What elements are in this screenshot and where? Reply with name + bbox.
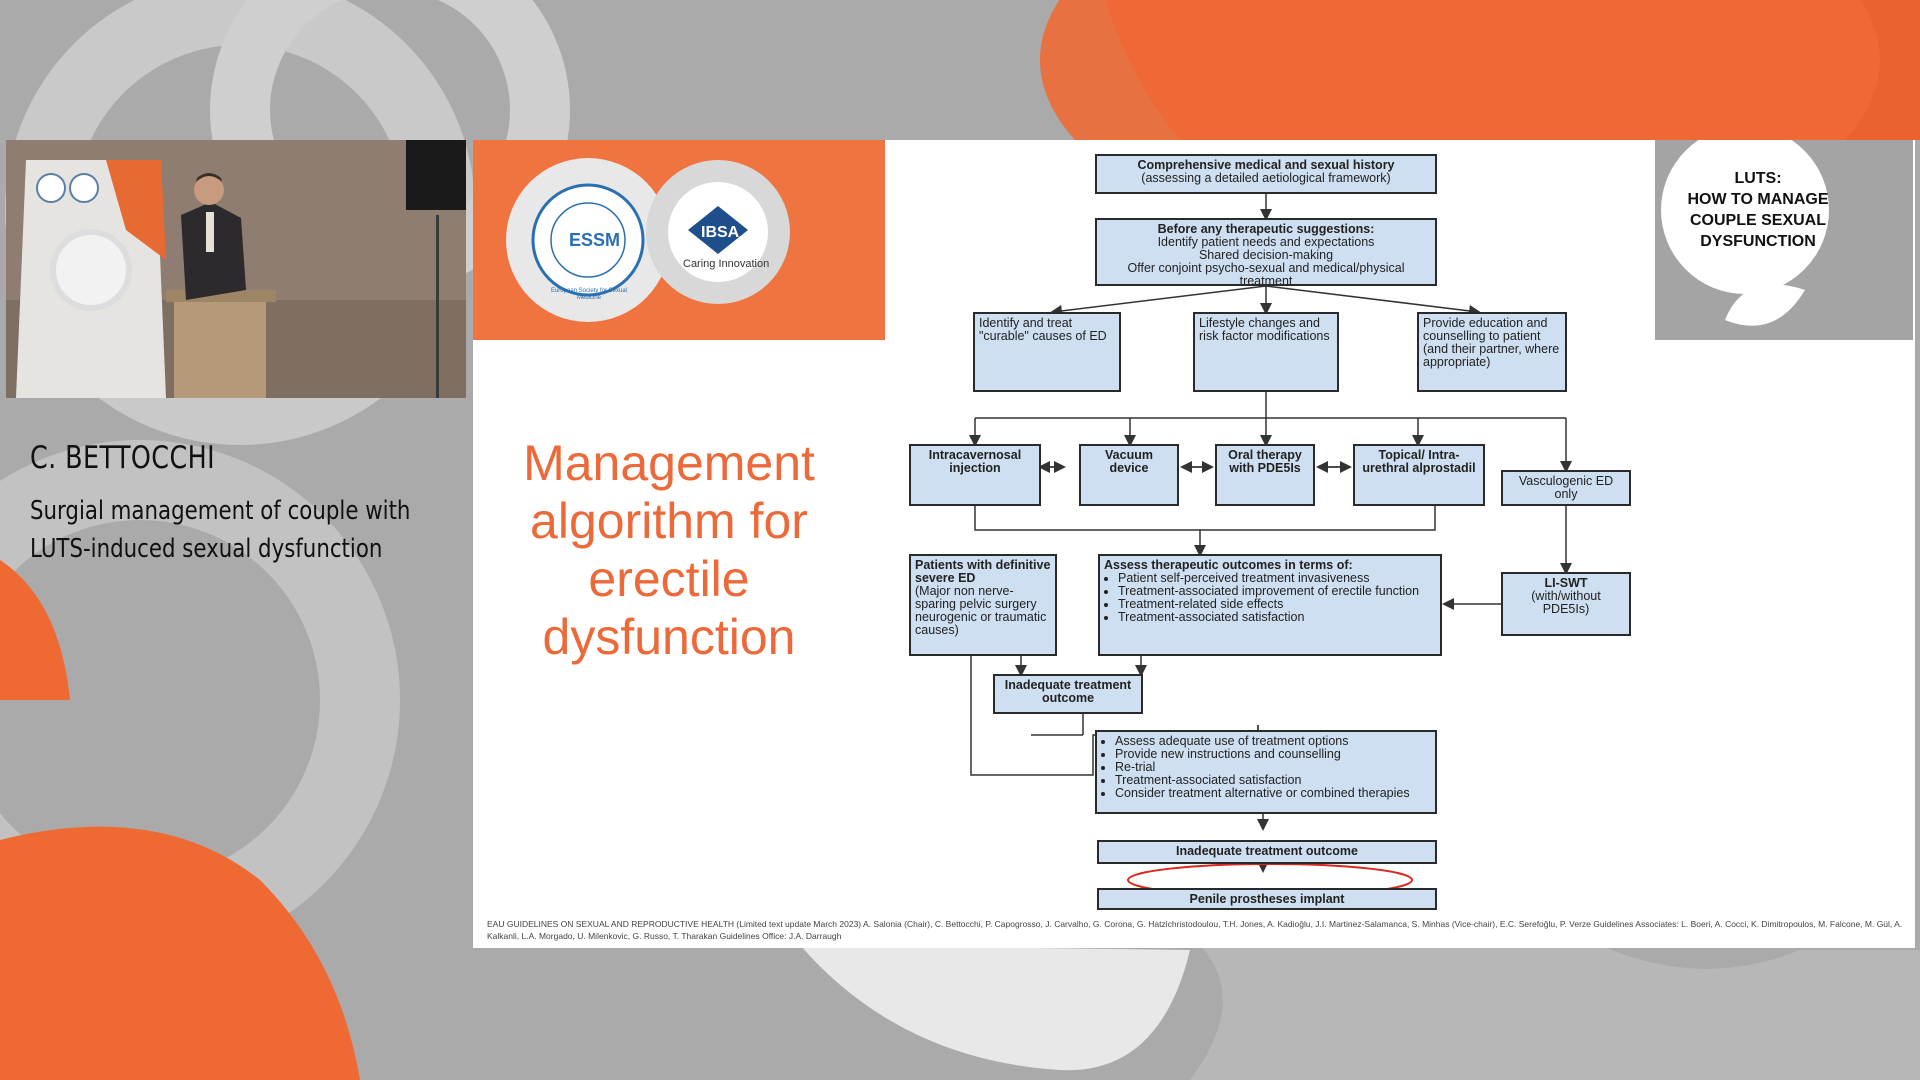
reassess-item: Re-trial <box>1115 761 1431 774</box>
essm-mark: ESSM <box>569 230 621 250</box>
presentation-slide: ESSM European Society for Sexual Medicin… <box>473 140 1915 948</box>
flow-before: Before any therapeutic suggestions: Iden… <box>1095 218 1437 286</box>
assess-item: Treatment-associated improvement of erec… <box>1118 585 1436 598</box>
flow-lifestyle: Lifestyle changes and risk factor modifi… <box>1193 312 1339 392</box>
flow-oral: Oral therapy with PDE5Is <box>1215 444 1315 506</box>
flow-inadequate-1: Inadequate treatment outcome <box>993 674 1143 714</box>
slide-title: Management algorithm for erectile dysfun… <box>523 435 815 665</box>
flow-education: Provide education and counselling to pat… <box>1417 312 1567 392</box>
flow-inadequate-2: Inadequate treatment outcome <box>1097 840 1437 864</box>
speaker-info: C. BETTOCCHI Surgial management of coupl… <box>30 440 500 568</box>
essm-ring-text: European Society for Sexual Medicine <box>550 288 628 301</box>
flow-reassess: Assess adequate use of treatment options… <box>1095 730 1437 814</box>
speaker-video <box>6 140 466 398</box>
assess-item: Treatment-associated satisfaction <box>1118 611 1436 624</box>
assess-item: Patient self-perceived treatment invasiv… <box>1118 572 1436 585</box>
flow-history: Comprehensive medical and sexual history… <box>1095 154 1437 194</box>
reassess-item: Consider treatment alternative or combin… <box>1115 787 1431 800</box>
assess-item: Treatment-related side effects <box>1118 598 1436 611</box>
event-badge-text: LUTS: HOW TO MANAGE COUPLE SEXUAL DYSFUN… <box>1687 170 1829 250</box>
flow-topical: Topical/ Intra-urethral alprostadil <box>1353 444 1485 506</box>
speaker-name: C. BETTOCCHI <box>30 440 216 476</box>
flow-vasculogenic: Vasculogenic ED only <box>1501 470 1631 506</box>
flow-prosthesis: Penile prostheses implant <box>1097 888 1437 910</box>
event-badge <box>1655 140 1913 340</box>
reassess-item: Provide new instructions and counselling <box>1115 748 1431 761</box>
flow-severe: Patients with definitive severe ED (Majo… <box>909 554 1057 656</box>
flow-ici: Intracavernosal injection <box>909 444 1041 506</box>
talk-title: Surgial management of couple with LUTS-i… <box>30 496 411 564</box>
reassess-item: Assess adequate use of treatment options <box>1115 735 1431 748</box>
ibsa-mark: IBSA <box>701 224 740 241</box>
flow-vacuum: Vacuum device <box>1079 444 1179 506</box>
flow-assess: Assess therapeutic outcomes in terms of:… <box>1098 554 1442 656</box>
reassess-item: Treatment-associated satisfaction <box>1115 774 1431 787</box>
flow-liswt: LI-SWT (with/without PDE5Is) <box>1501 572 1631 636</box>
flow-curable: Identify and treat "curable" causes of E… <box>973 312 1121 392</box>
ibsa-tagline: Caring Innovation <box>683 258 770 270</box>
references: EAU GUIDELINES ON SEXUAL AND REPRODUCTIV… <box>487 919 1903 941</box>
logo-banner <box>473 140 885 340</box>
